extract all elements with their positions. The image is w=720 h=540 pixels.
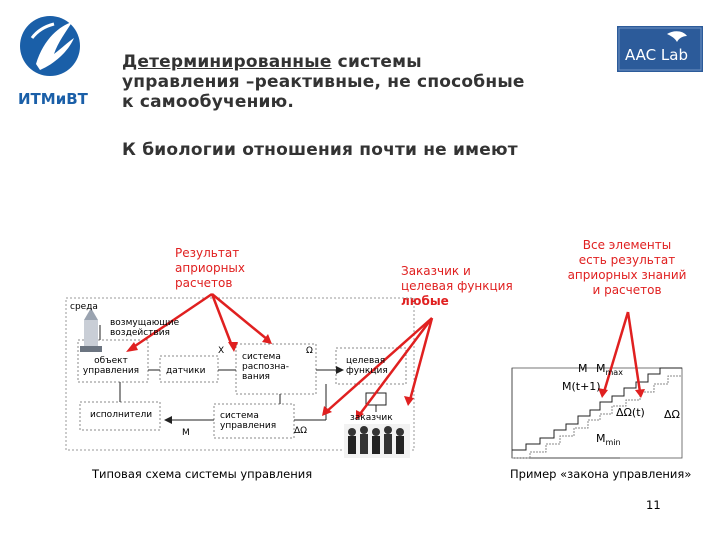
- example-mmin-label: Mmin: [596, 432, 621, 448]
- itmivt-logo: ИТМиВТ: [14, 8, 104, 108]
- rocket-icon: [80, 308, 102, 352]
- sensors-label: датчики: [166, 366, 206, 376]
- scheme-caption: Типовая схема системы управления: [92, 467, 313, 481]
- title-line1-rest: системы: [331, 52, 422, 72]
- title-line3: к самообучению.: [122, 92, 295, 112]
- example-mt1-label: M(t+1): [562, 380, 601, 393]
- environment-label: среда: [70, 302, 98, 312]
- disturbances-label: возмущающие воздействия: [110, 318, 180, 338]
- sensors-box: [159, 355, 219, 383]
- example-delta-omega-label: ΔΩ: [664, 408, 680, 421]
- target-sign-icon: [365, 392, 387, 412]
- actuators-label: исполнители: [90, 410, 153, 420]
- delta-omega-label: ΔΩ: [294, 426, 308, 436]
- control-system-label: система управления: [220, 411, 277, 431]
- annotation-customer-goal: Заказчик и целевая функция любые: [401, 264, 513, 308]
- customer-label: заказчик: [350, 413, 393, 423]
- example-caption: Пример «закона управления»: [510, 467, 692, 481]
- recognition-box: [235, 343, 317, 395]
- itmivt-logo-text: ИТМиВТ: [18, 90, 89, 108]
- annotation-all-elements: Все элементы есть результат априорных зн…: [567, 238, 687, 297]
- recognition-label: система распозна- вания: [242, 352, 289, 382]
- page-number: 11: [646, 498, 661, 512]
- m-label: M: [182, 428, 190, 438]
- customer-group-icon: [344, 424, 410, 458]
- example-m-label: M: [578, 362, 588, 375]
- slide-title: Детерминированные системы управления –ре…: [122, 52, 642, 112]
- goal-function-label: целевая функция: [346, 356, 388, 376]
- example-mmax-label: Mmax: [596, 362, 623, 378]
- aac-lab-logo: AAC Lab: [617, 26, 703, 72]
- control-system-box: [213, 403, 295, 439]
- environment-box: [65, 297, 415, 451]
- example-delta-omega-t-label: ΔΩ(t): [616, 406, 645, 419]
- slide-subtitle: К биологии отношения почти не имеют: [122, 140, 518, 160]
- annotation-result-a-priori: Результат априорных расчетов: [175, 246, 245, 290]
- title-line2: управления –реактивные, не способные: [122, 72, 525, 92]
- control-law-example-chart: [511, 367, 683, 459]
- staircase-upper: [512, 367, 682, 451]
- red-arrows: [126, 292, 645, 420]
- x-label: X: [218, 346, 225, 356]
- omega-label: Ω: [306, 346, 313, 356]
- aac-lab-logo-text: AAC Lab: [625, 46, 688, 64]
- object-label: объект управления: [82, 356, 140, 376]
- staircase-lower: [512, 375, 682, 459]
- title-underlined-word: Детерминированные: [122, 52, 332, 72]
